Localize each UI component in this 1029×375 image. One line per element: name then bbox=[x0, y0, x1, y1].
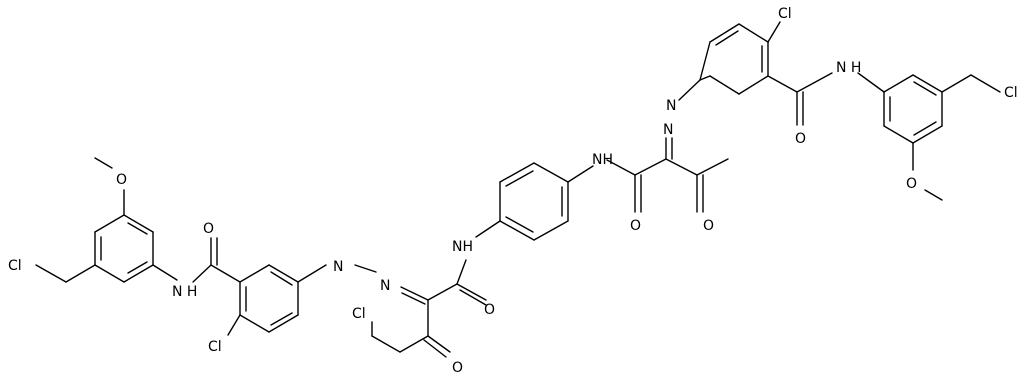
right-amide-nh-label: N H bbox=[836, 60, 861, 76]
left-ring-chloro-bond bbox=[227, 314, 241, 336]
left-ketone-oxygen-label: O bbox=[452, 360, 463, 375]
right-azo-nitrogen-1-label: N bbox=[663, 122, 673, 138]
left-chlorophenyl-ring bbox=[210, 264, 299, 333]
right-aryl-ring bbox=[883, 74, 943, 144]
right-chloromethyl-group bbox=[941, 74, 1001, 93]
right-ring-chlorine-label: Cl bbox=[778, 6, 792, 22]
right-methoxy-oxygen-label: O bbox=[906, 176, 917, 192]
right-chlorophenyl-ring bbox=[699, 23, 769, 95]
left-azo-nitrogen-1-label: N bbox=[333, 259, 343, 275]
left-mid-amide-nh-label: NH bbox=[452, 239, 473, 255]
chain-chlorine-label: Cl bbox=[352, 306, 366, 322]
left-azo-group bbox=[297, 264, 429, 305]
central-phenylene-ring bbox=[499, 162, 569, 241]
left-mid-amide-oxygen-label: O bbox=[484, 302, 495, 318]
left-acyl-chain bbox=[371, 259, 487, 358]
left-chloromethyl-group bbox=[35, 264, 96, 283]
left-ring-chlorine-label: Cl bbox=[208, 339, 222, 355]
right-methoxy-group bbox=[912, 142, 943, 201]
right-amide-oxygen-label: O bbox=[795, 131, 806, 147]
right-azo-nitrogen-2-label: N bbox=[666, 98, 676, 114]
left-amide-oxygen-label: O bbox=[203, 221, 214, 237]
left-methoxy-oxygen-label: O bbox=[116, 172, 127, 188]
central-nh-bonds bbox=[475, 165, 594, 238]
left-aryl-ring bbox=[94, 214, 154, 283]
right-ring-chloro-bond bbox=[767, 21, 781, 43]
right-azo-group bbox=[665, 79, 701, 160]
right-ketone-oxygen-label: O bbox=[703, 218, 714, 234]
left-amide-nh-label: N H bbox=[172, 284, 197, 300]
right-acyl-chain bbox=[606, 158, 729, 213]
left-methoxy-group bbox=[94, 157, 125, 216]
right-mid-amide-oxygen-label: O bbox=[630, 218, 641, 234]
left-azo-nitrogen-2-label: N bbox=[380, 278, 390, 294]
left-chloromethyl-chlorine-label: Cl bbox=[8, 258, 22, 274]
right-amide-group bbox=[767, 72, 885, 126]
right-mid-amide-nh-label: NH bbox=[592, 152, 613, 168]
left-amide-group bbox=[152, 237, 218, 283]
right-chloromethyl-chlorine-label: Cl bbox=[1004, 85, 1018, 101]
